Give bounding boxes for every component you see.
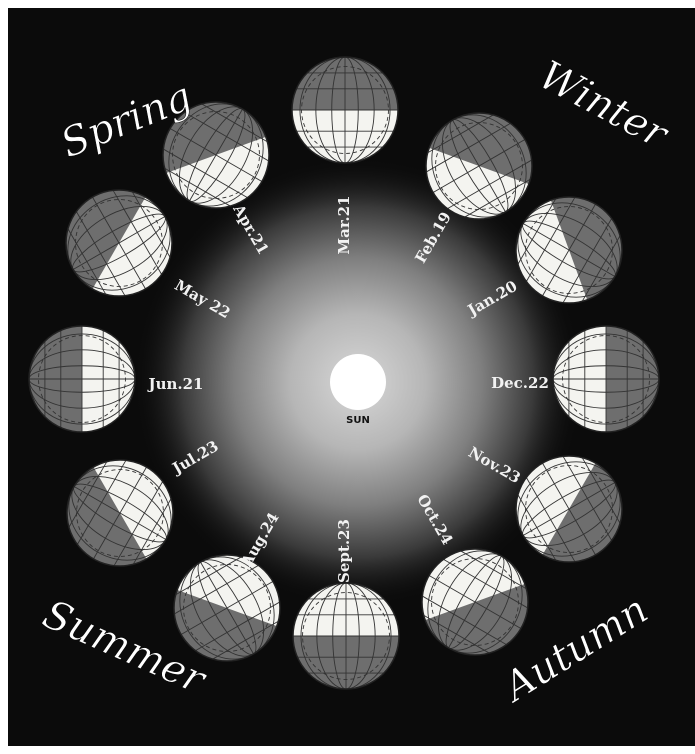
- date-label-jun: Jun.21: [146, 375, 203, 393]
- date-label-dec: Dec.22: [491, 374, 549, 392]
- date-label-sep: Sept.23: [335, 519, 353, 583]
- sun: [330, 354, 386, 410]
- sun-label: SUN: [346, 415, 370, 426]
- date-label-mar: Mar.21: [335, 196, 353, 255]
